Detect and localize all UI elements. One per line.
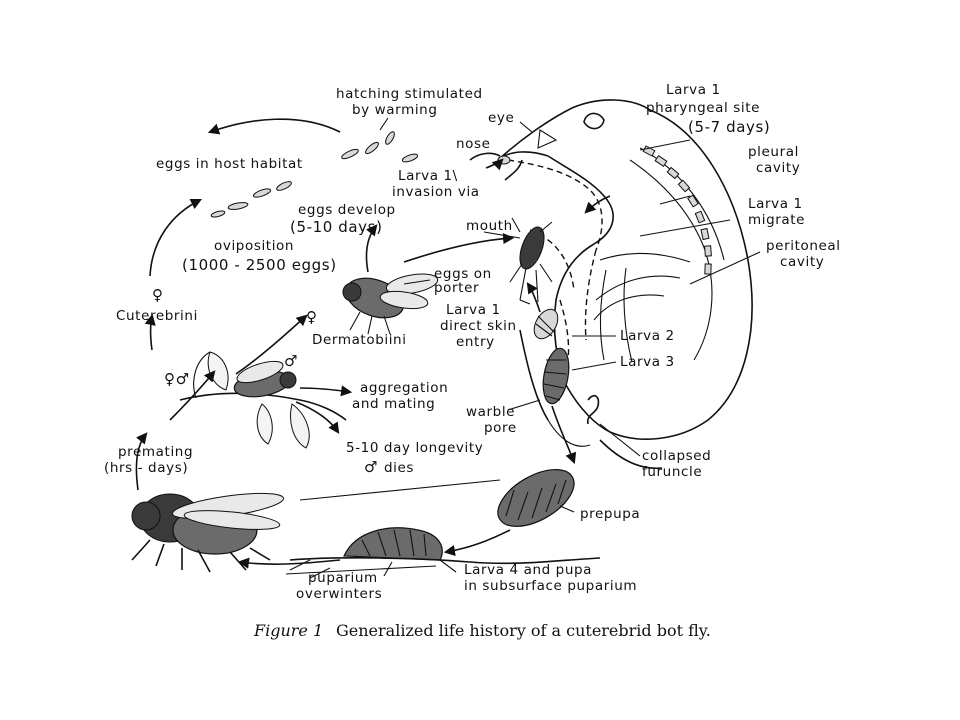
label-larva1-invasion-line1: Larva 1\	[398, 168, 458, 184]
label-peritoneal-line1: peritoneal	[766, 238, 841, 254]
spine-segments	[642, 145, 712, 275]
label-larva1-migrate-line2: migrate	[748, 212, 805, 228]
dermatobiini-fly	[342, 273, 439, 335]
label-aggregation-line1: aggregation	[360, 380, 448, 396]
label-eye: eye	[488, 110, 514, 126]
label-hatching-line2: by warming	[352, 102, 438, 118]
label-larva1-invasion-line2: invasion via	[392, 184, 480, 200]
label-nose: nose	[456, 136, 491, 152]
larva1-near-nose	[469, 152, 523, 181]
label-puparium-line2: overwinters	[296, 586, 382, 602]
label-larva2: Larva 2	[620, 328, 675, 344]
label-larva1-direct-line2: direct skin	[440, 318, 517, 334]
male-symbol-dies: ♂	[364, 458, 378, 476]
label-premating-line1: premating	[118, 444, 193, 460]
label-eggs-on-porter-line1: eggs on	[434, 266, 492, 282]
figure-caption: Figure 1 Generalized life history of a c…	[253, 621, 711, 640]
label-collapsed-line2: furuncle	[642, 464, 702, 480]
label-peritoneal-line2: cavity	[780, 254, 824, 270]
label-aggregation-line2: and mating	[352, 396, 435, 412]
leader-lines	[383, 121, 761, 577]
label-larva1-pharyngeal-line2: pharyngeal site	[646, 100, 760, 116]
label-eggs-on-porter-line2: porter	[434, 280, 479, 296]
diagram-labels: hatching stimulated by warming eye nose …	[104, 82, 841, 602]
female-symbol: ♀	[152, 286, 164, 304]
label-larva1-direct-line3: entry	[456, 334, 495, 350]
label-larva1-pharyngeal-line3: (5-7 days)	[688, 118, 770, 136]
migration-paths	[507, 159, 603, 361]
label-eggs-host-habitat: eggs in host habitat	[156, 156, 303, 172]
larva2-in-skin	[533, 308, 559, 340]
label-pleural-line2: cavity	[756, 160, 800, 176]
label-larva4-line2: in subsurface puparium	[464, 578, 637, 594]
label-premating-line2: (hrs - days)	[104, 460, 188, 476]
caption-figure-label: Figure 1	[253, 621, 323, 640]
label-puparium-line1: puparium	[308, 570, 378, 586]
collapsed-furuncle	[586, 394, 600, 425]
label-warble-line2: pore	[484, 420, 517, 436]
mating-flies-on-branch	[179, 351, 347, 449]
adult-bot-fly	[131, 492, 284, 573]
eggs-in-habitat	[210, 117, 419, 218]
male-symbol: ♂	[284, 352, 298, 370]
label-pleural-line1: pleural	[748, 144, 799, 160]
label-oviposition-line2: (1000 - 2500 eggs)	[182, 256, 337, 274]
label-oviposition-line1: oviposition	[214, 238, 294, 254]
label-hatching-line1: hatching stimulated	[336, 86, 483, 102]
label-longevity-line1: 5-10 day longevity	[346, 440, 483, 456]
cycle-arrows	[135, 118, 611, 569]
puparium	[289, 527, 601, 579]
label-mouth: mouth	[466, 218, 513, 234]
label-dermatobiini: Dermatobiini	[312, 332, 407, 348]
label-collapsed-line1: collapsed	[642, 448, 711, 464]
label-eggs-develop-line2: (5-10 days)	[290, 218, 383, 236]
prepupa	[497, 469, 575, 527]
label-larva4-line1: Larva 4 and pupa	[464, 562, 592, 578]
label-warble-line1: warble	[466, 404, 515, 420]
label-larva1-direct-line1: Larva 1	[446, 302, 501, 318]
label-cuterebrini: Cuterebrini	[116, 308, 198, 324]
larva3-warble	[542, 347, 570, 405]
ground-lines	[285, 479, 501, 575]
label-larva1-migrate-line1: Larva 1	[748, 196, 803, 212]
label-prepupa: prepupa	[580, 506, 640, 522]
label-eggs-develop-line1: eggs develop	[298, 202, 396, 218]
label-larva3: Larva 3	[620, 354, 675, 370]
caption-text: Generalized life history of a cuterebrid…	[336, 621, 711, 640]
female-symbol-dermatobiini: ♀	[306, 308, 318, 326]
pair-symbols: ♀♂	[164, 370, 190, 388]
host-rodent-outline	[497, 99, 753, 470]
label-larva1-pharyngeal-line1: Larva 1	[666, 82, 721, 98]
label-longevity-line2: dies	[384, 460, 414, 476]
